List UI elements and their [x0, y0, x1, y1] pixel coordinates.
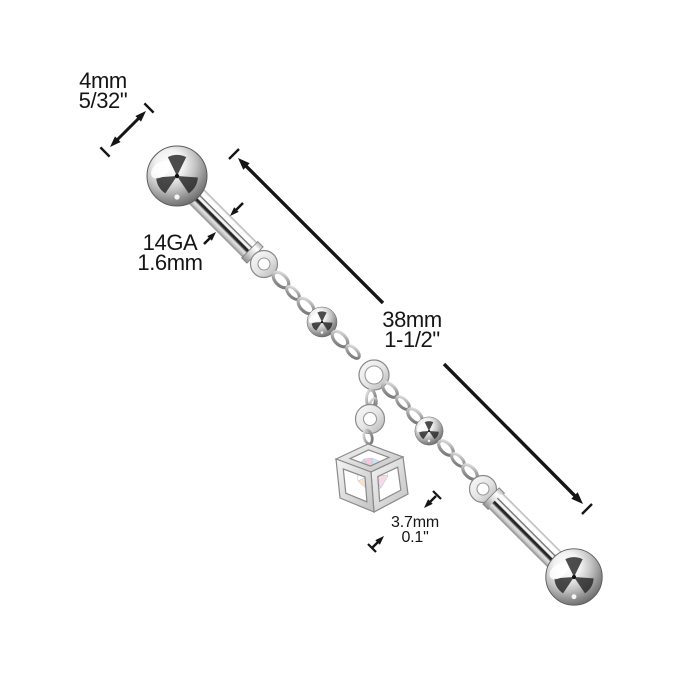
chain-upper: [271, 270, 316, 316]
bottom-loop-ring: [468, 474, 498, 504]
cube-size-imperial: 0.1": [401, 529, 429, 546]
length-dimension-line: [228, 148, 593, 515]
gauge-ga: 14GA: [142, 230, 198, 255]
cube-charm: [334, 443, 409, 513]
gauge-arrows: [203, 202, 244, 245]
ball-size-metric: 4mm: [79, 68, 127, 93]
bottom-barbell-post: [482, 487, 571, 576]
ball-size-imperial: 5/32": [78, 88, 128, 113]
top-ball: [146, 145, 208, 207]
chain-lower-2: [437, 439, 479, 481]
cube-left-face: [335, 458, 375, 513]
bottom-ball: [545, 548, 603, 606]
cube-size-label: 3.7mm 0.1": [384, 514, 446, 546]
chain-mid: [330, 329, 361, 360]
top-loop-ring: [249, 249, 279, 279]
length-metric: 38mm: [382, 307, 442, 332]
chain-lower: [381, 381, 424, 425]
ball-size-arrow: [99, 102, 155, 158]
cube-hanger-ring: [354, 403, 386, 446]
cube-size-arrows: [367, 490, 442, 553]
ball-size-label: 4mm 5/32": [68, 68, 138, 113]
gauge-metric: 1.6mm: [137, 250, 203, 275]
gauge-label: 14GA 1.6mm: [133, 230, 207, 275]
center-ring: [358, 359, 390, 391]
length-imperial: 1-1/2": [384, 327, 440, 352]
length-label: 38mm 1-1/2": [376, 307, 448, 352]
cube-size-metric: 3.7mm: [391, 514, 439, 531]
